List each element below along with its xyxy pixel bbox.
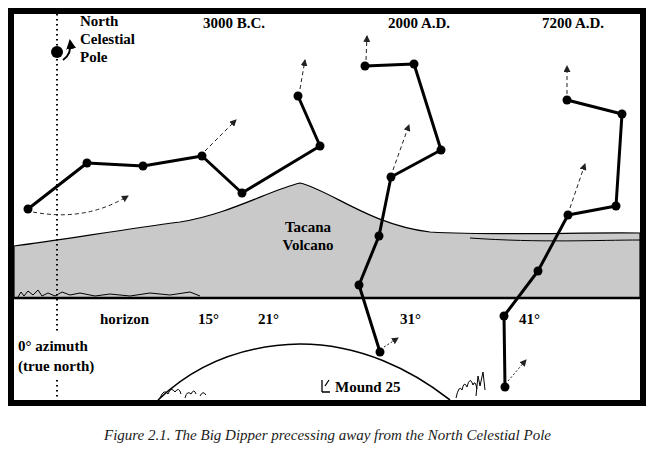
epoch-label: 7200 A.D. bbox=[542, 14, 604, 32]
volcano-region-outline bbox=[470, 238, 640, 241]
dipper-2000ad bbox=[355, 36, 446, 357]
pole-label: North Celestial Pole bbox=[80, 12, 152, 66]
true-north-line bbox=[56, 14, 58, 332]
figure-caption: Figure 2.1. The Big Dipper precessing aw… bbox=[0, 426, 655, 444]
azimuth-value: 21° bbox=[258, 310, 279, 328]
horizon-line bbox=[14, 297, 640, 300]
rotation-arrow bbox=[63, 41, 70, 60]
mound-symbol bbox=[322, 380, 330, 392]
epoch-label: 3000 B.C. bbox=[203, 14, 265, 32]
azimuth-label: 0° azimuth (true north) bbox=[18, 336, 114, 376]
node-label: Tacana Volcano bbox=[271, 218, 345, 254]
mound-outline-shape bbox=[150, 338, 452, 400]
figure-frame bbox=[11, 11, 643, 403]
mound-vegetation bbox=[456, 372, 485, 398]
horizon-label: horizon bbox=[100, 310, 149, 328]
azimuth-value: 31° bbox=[400, 310, 421, 328]
volcano-region-outline bbox=[14, 183, 640, 298]
true-north-line bbox=[56, 380, 58, 400]
azimuth-value: 15° bbox=[198, 310, 219, 328]
dipper-7200ad bbox=[500, 66, 627, 392]
volcano-region: Tacana Volcano bbox=[14, 178, 640, 298]
azimuth-value: 41° bbox=[519, 310, 540, 328]
node-label: Mound 25 bbox=[335, 378, 400, 396]
mound-outline-outline bbox=[158, 344, 450, 400]
mound-outline: Mound 25 bbox=[150, 338, 452, 400]
epoch-label: 2000 A.D. bbox=[388, 14, 450, 32]
mound-vegetation bbox=[160, 389, 206, 398]
celestial-pole-dot bbox=[51, 46, 63, 58]
